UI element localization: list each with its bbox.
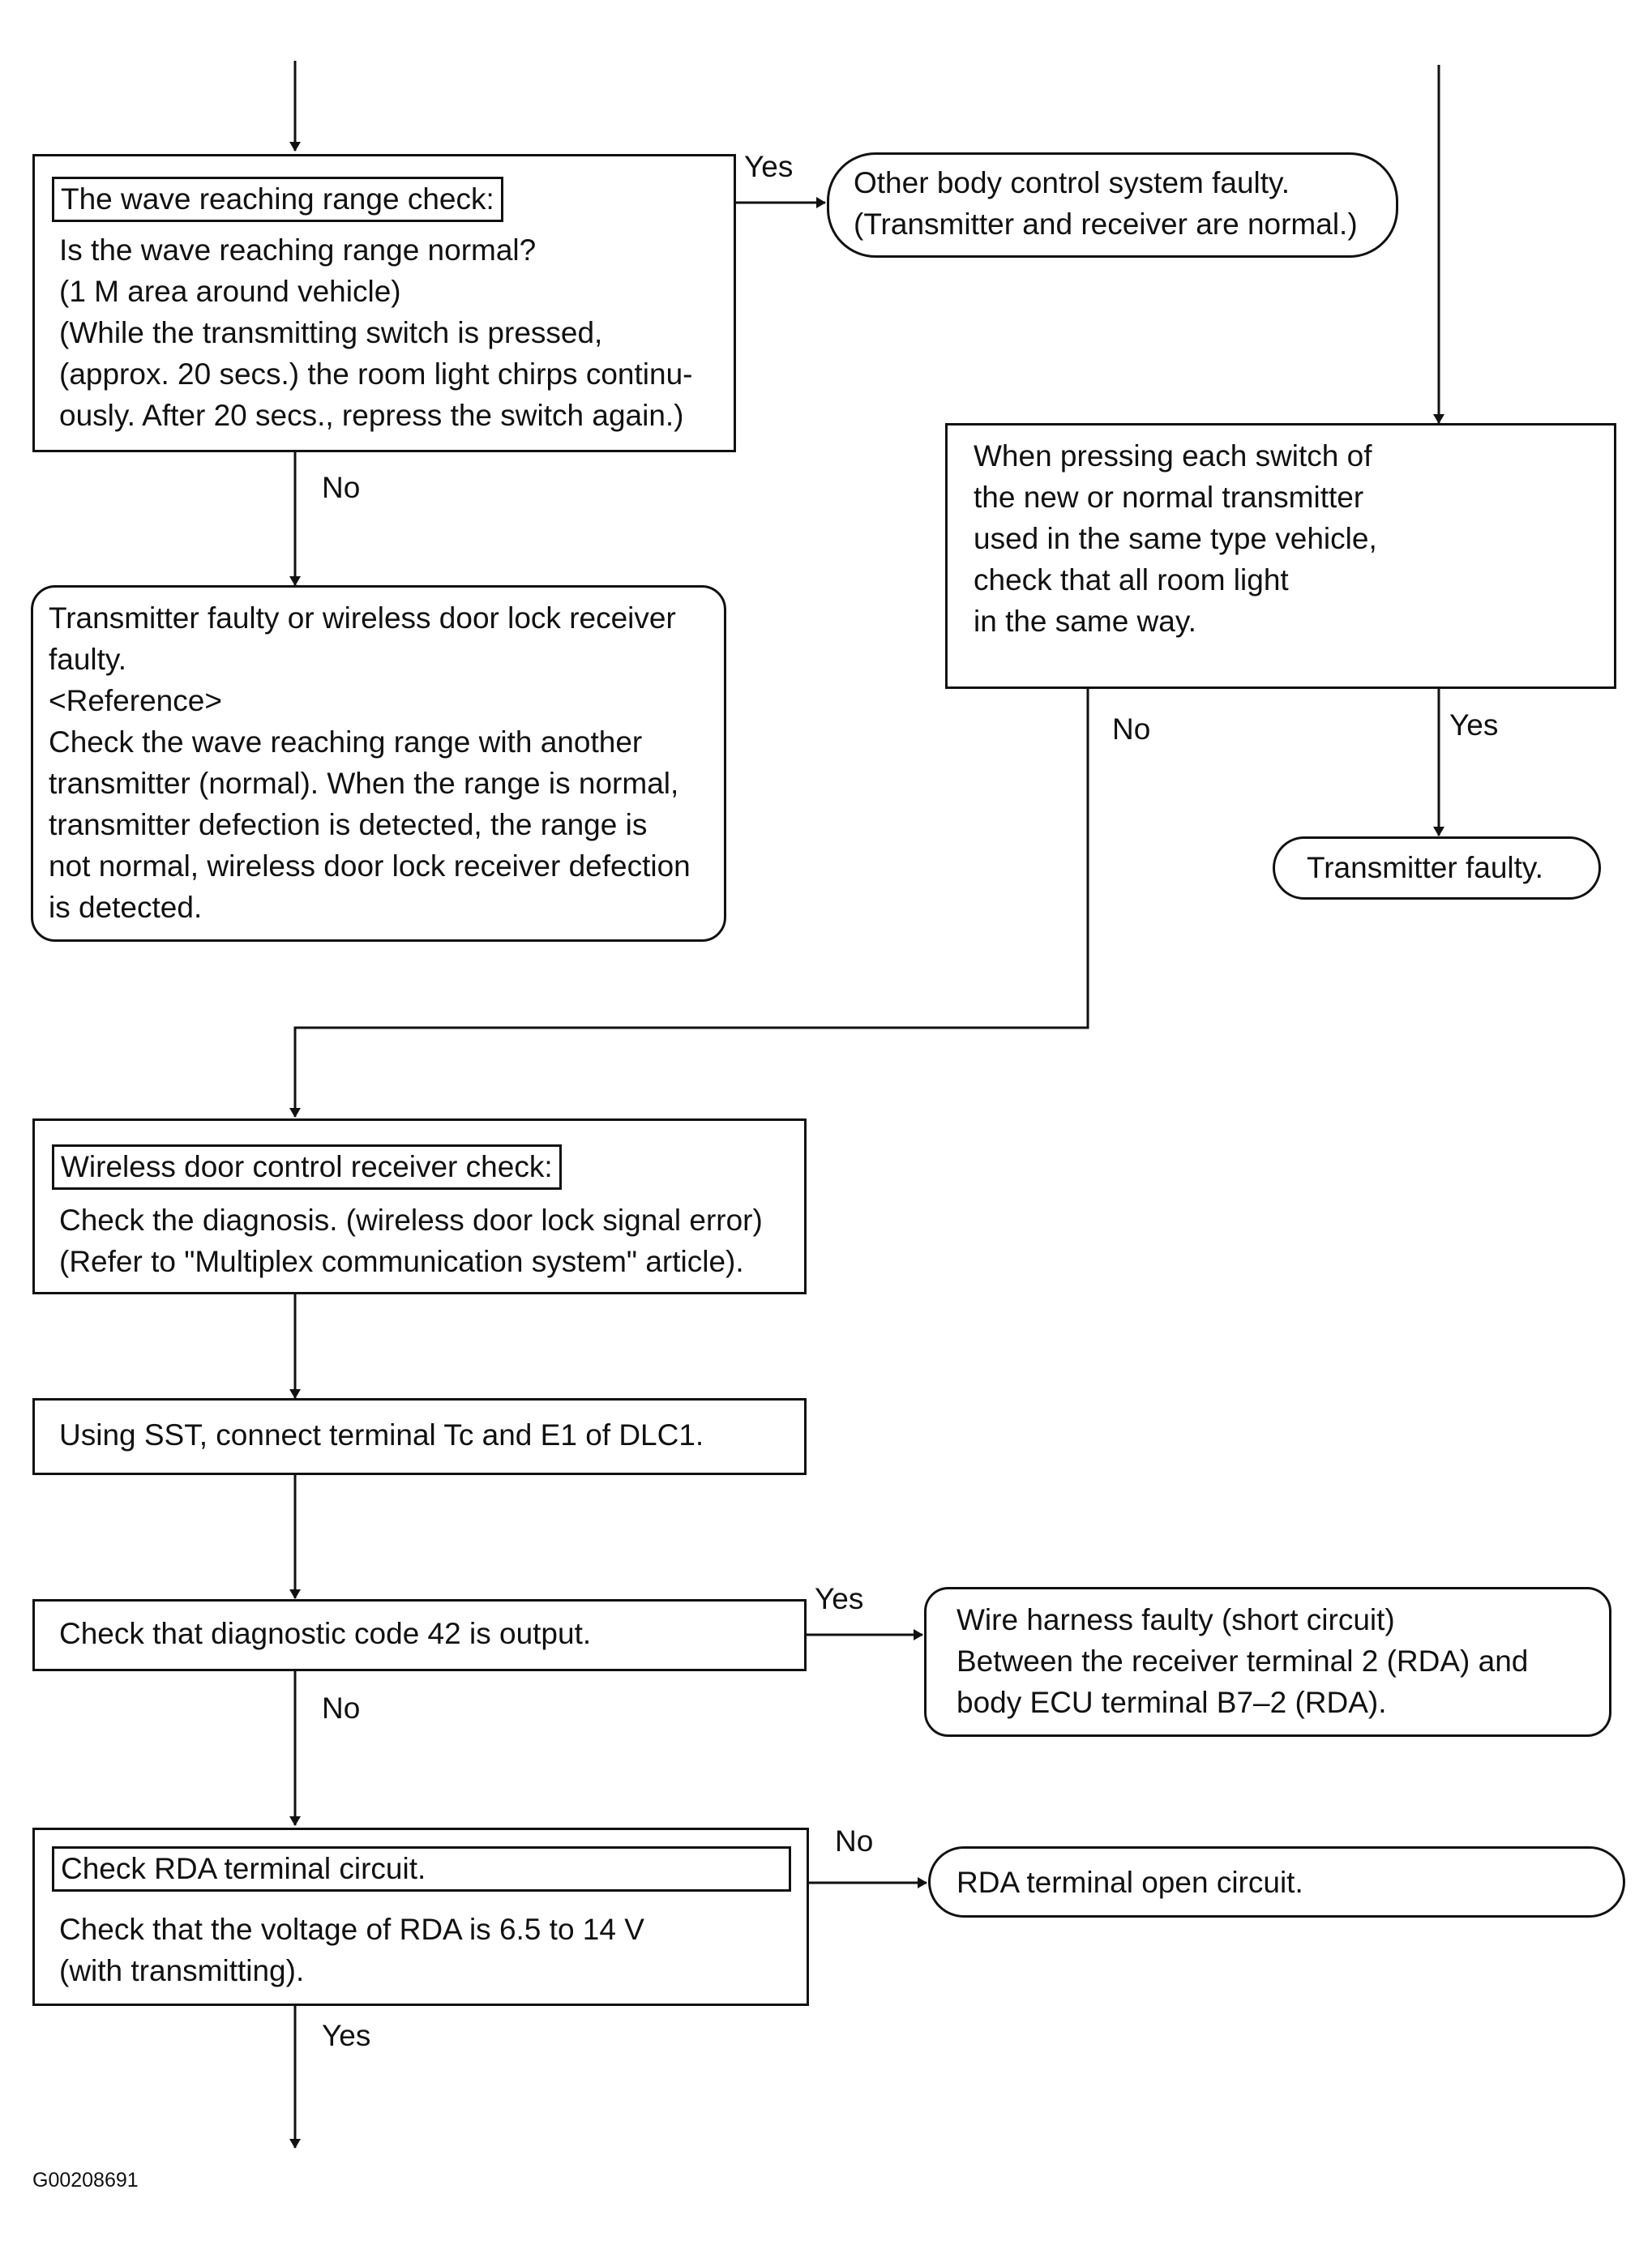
edge-label-wave-yes: Yes: [744, 150, 794, 183]
edge-label-wave-no: No: [322, 471, 361, 504]
tx-or-rx-faulty-line-6: transmitter defection is detected, the r…: [49, 808, 648, 841]
rda-check-box: [32, 1828, 809, 2006]
wave-range-check-line-5: ously. After 20 secs., repress the switc…: [59, 399, 684, 432]
press-each-switch-line-5: in the same way.: [974, 605, 1196, 638]
tx-or-rx-faulty-line-4: Check the wave reaching range with anoth…: [49, 725, 643, 759]
tx-faulty-line-1: Transmitter faulty.: [1307, 851, 1543, 884]
tx-or-rx-faulty-line-8: is detected.: [49, 891, 203, 924]
tx-or-rx-faulty-line-7: not normal, wireless door lock receiver …: [49, 849, 691, 883]
other-body-faulty-box: [827, 152, 1398, 258]
receiver-check-box: [32, 1118, 807, 1294]
press-each-switch-box: [945, 423, 1616, 689]
rda-check-title: Check RDA terminal circuit.: [52, 1846, 791, 1892]
wave-range-check-line-4: (approx. 20 secs.) the room light chirps…: [59, 357, 693, 391]
sst-connect-line-1: Using SST, connect terminal Tc and E1 of…: [59, 1418, 704, 1452]
press-each-switch-line-3: used in the same type vehicle,: [974, 522, 1377, 555]
wave-range-check-line-1: Is the wave reaching range normal?: [59, 233, 537, 267]
rda-open-circuit-box: [928, 1846, 1625, 1918]
edge-label-press-yes: Yes: [1449, 708, 1499, 742]
rda-open-circuit-line-1: RDA terminal open circuit.: [957, 1866, 1303, 1899]
wave-range-check-title: The wave reaching range check:: [52, 177, 503, 222]
edge-label-rda-no: No: [835, 1824, 874, 1858]
other-body-faulty-line-2: (Transmitter and receiver are normal.): [854, 207, 1358, 241]
edge-label-press-no: No: [1112, 712, 1151, 746]
tx-or-rx-faulty-line-1: Transmitter faulty or wireless door lock…: [49, 601, 676, 635]
press-each-switch-line-1: When pressing each switch of: [974, 439, 1372, 473]
press-each-switch-line-4: check that all room light: [974, 563, 1289, 597]
figure-code: G00208691: [32, 2169, 139, 2192]
wave-range-check-box: [32, 154, 736, 452]
other-body-faulty-line-1: Other body control system faulty.: [854, 166, 1290, 199]
tx-or-rx-faulty-box: [31, 585, 726, 942]
tx-or-rx-faulty-line-3: <Reference>: [49, 684, 222, 717]
wire-harness-faulty-line-3: body ECU terminal B7–2 (RDA).: [957, 1686, 1387, 1719]
diag-code-line-1: Check that diagnostic code 42 is output.: [59, 1617, 592, 1650]
edge-label-rda-yes: Yes: [322, 2019, 371, 2052]
tx-faulty-box: [1273, 836, 1601, 900]
edge-label-diag-yes: Yes: [815, 1582, 864, 1615]
sst-connect-box: [32, 1398, 807, 1475]
wave-range-check-line-3: (While the transmitting switch is presse…: [59, 316, 603, 349]
wire-harness-faulty-box: [924, 1587, 1611, 1737]
wave-range-check-line-2: (1 M area around vehicle): [59, 275, 401, 308]
arrow-press-no: [289, 689, 1089, 1118]
wire-harness-faulty-line-1: Wire harness faulty (short circuit): [957, 1603, 1395, 1636]
rda-check-line-1: Check that the voltage of RDA is 6.5 to …: [59, 1913, 644, 1946]
receiver-check-line-2: (Refer to "Multiplex communication syste…: [59, 1245, 744, 1278]
edge-label-diag-no: No: [322, 1691, 361, 1725]
tx-or-rx-faulty-line-2: faulty.: [49, 643, 126, 676]
receiver-check-line-1: Check the diagnosis. (wireless door lock…: [59, 1204, 763, 1237]
rda-check-line-2: (with transmitting).: [59, 1954, 305, 1987]
diag-code-box: [32, 1599, 807, 1671]
wire-harness-faulty-line-2: Between the receiver terminal 2 (RDA) an…: [957, 1644, 1529, 1678]
receiver-check-title: Wireless door control receiver check:: [52, 1144, 562, 1190]
tx-or-rx-faulty-line-5: transmitter (normal). When the range is …: [49, 767, 679, 800]
press-each-switch-line-2: the new or normal transmitter: [974, 481, 1364, 514]
